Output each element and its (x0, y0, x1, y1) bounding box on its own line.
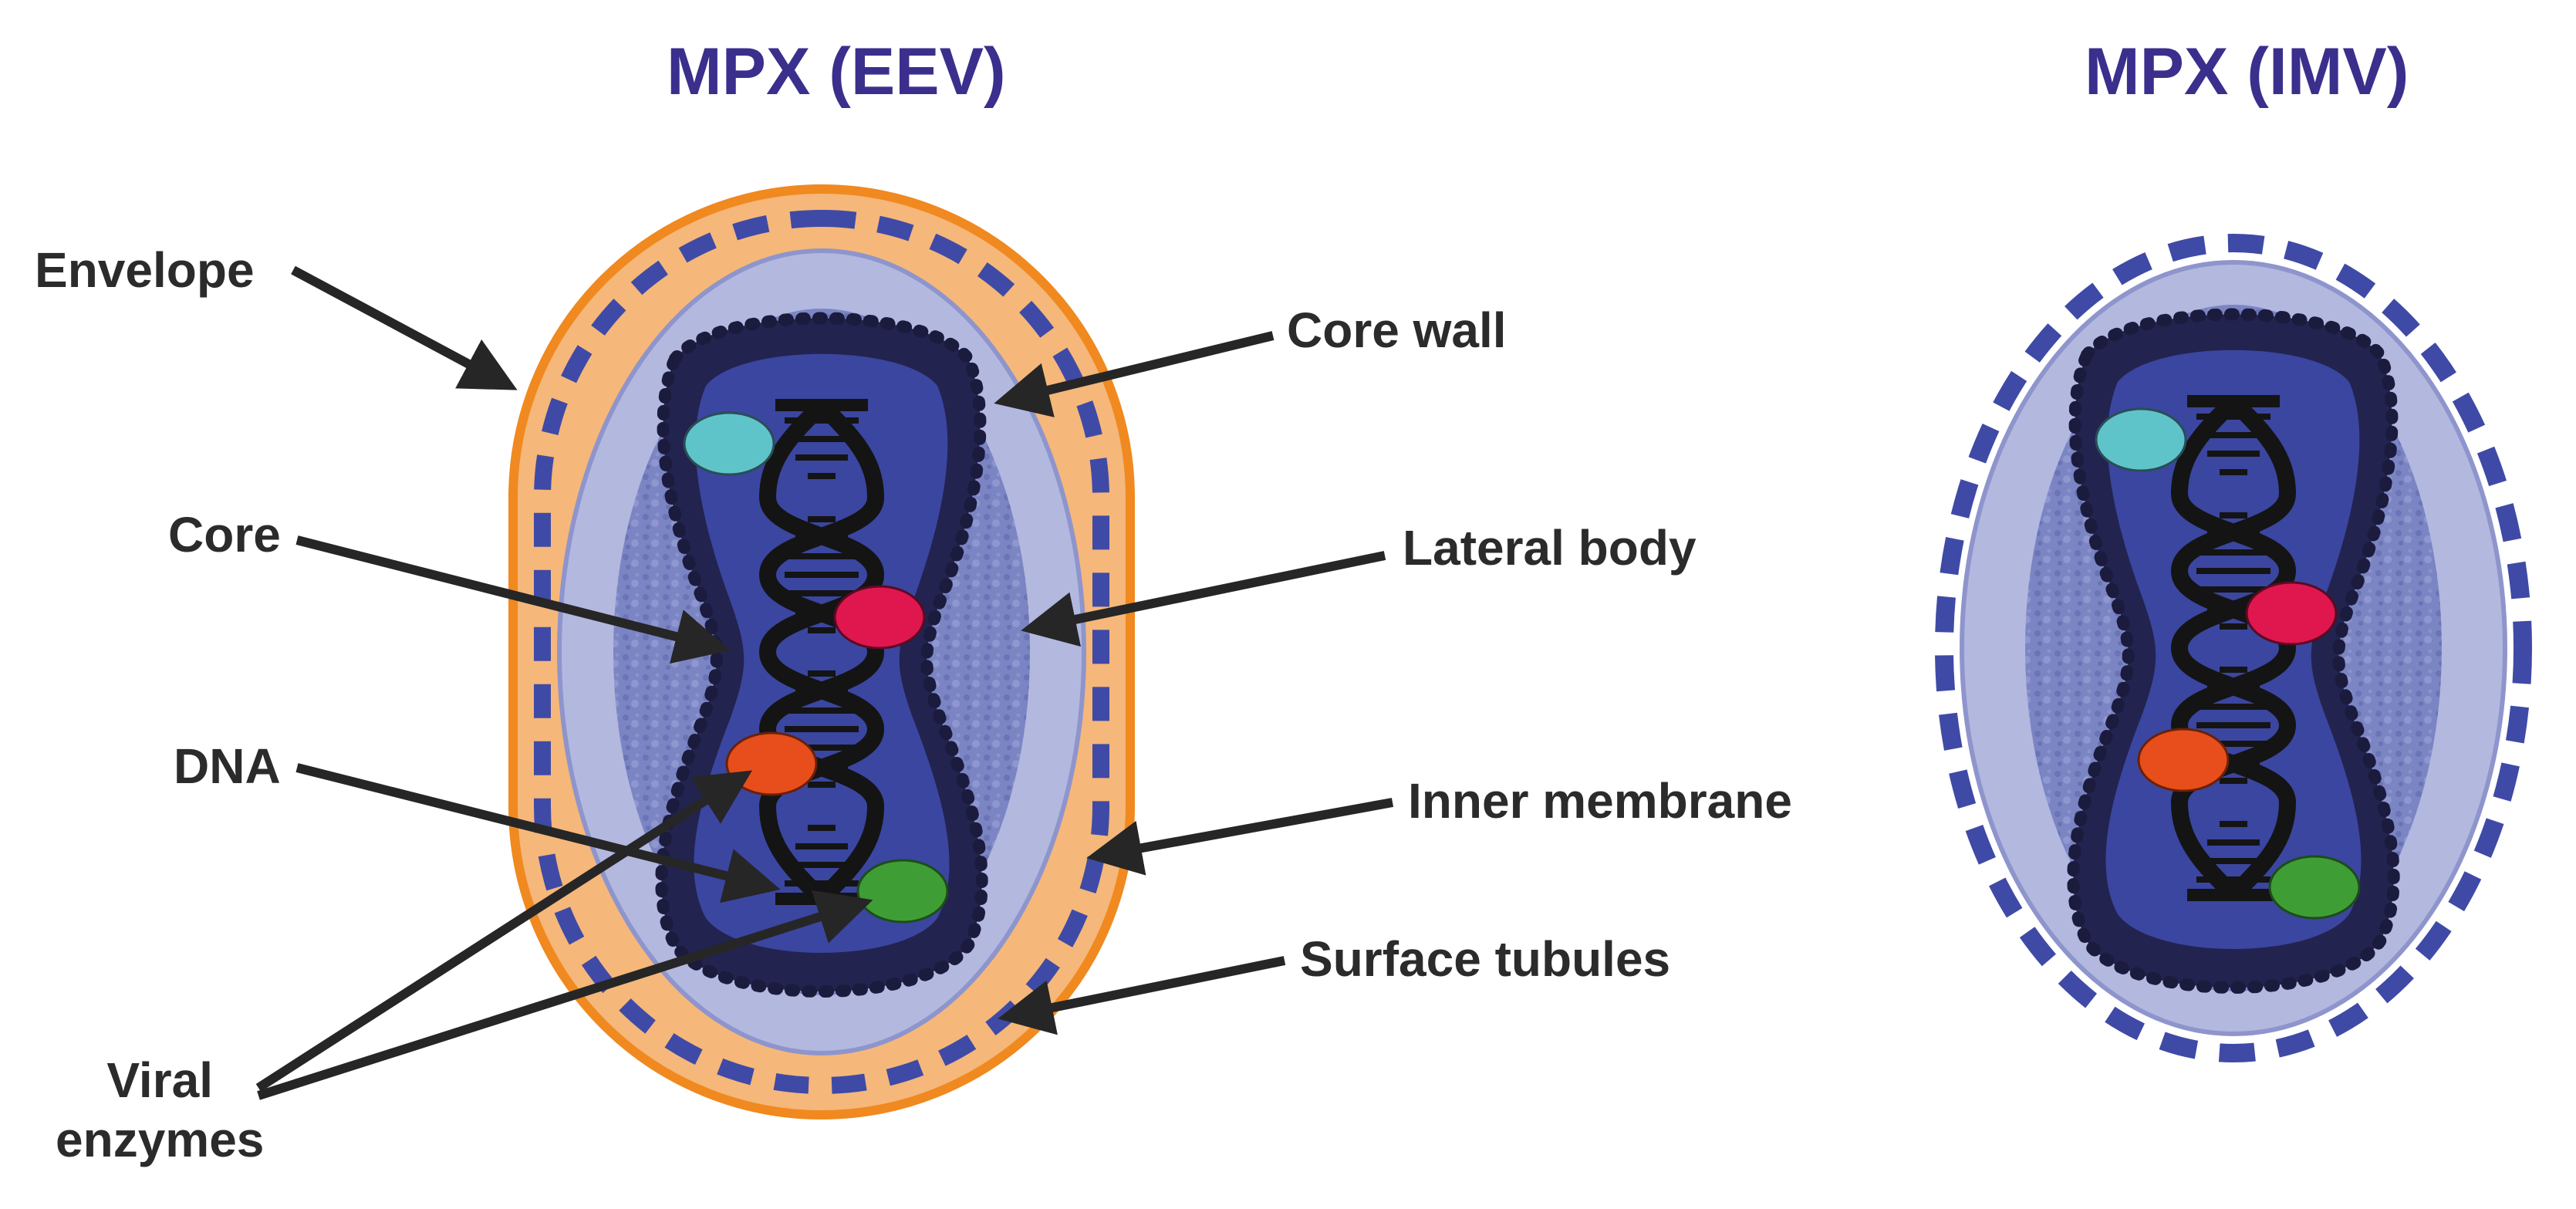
arrows (255, 265, 1394, 1100)
label-viral-enzymes: Viral enzymes (56, 1051, 264, 1170)
label-viral-enzymes-line-1: Viral (106, 1052, 213, 1108)
title-eev: MPX (EEV) (667, 35, 1006, 109)
imv-virion (1935, 234, 2532, 1062)
surface-tubules (534, 210, 1109, 1094)
label-lateral-body: Lateral body (1403, 520, 1697, 576)
label-surface-tubules: Surface tubules (1300, 931, 1671, 987)
arrow-core-wall (994, 331, 1274, 417)
label-viral-enzymes-line-2: enzymes (56, 1111, 265, 1167)
arrow-surface-tubules (998, 956, 1286, 1035)
arrow-enzyme-2 (257, 890, 873, 1100)
arrow-envelope (291, 265, 518, 390)
arrow-lateral-body (1021, 551, 1386, 647)
label-core-wall: Core wall (1287, 302, 1507, 358)
arrow-enzyme-1 (255, 770, 753, 1092)
arrow-core (295, 535, 731, 664)
imv-surface-tubules (1935, 234, 2532, 1062)
eev-virion (508, 184, 1135, 1120)
label-core: Core (168, 507, 281, 562)
arrow-inner-membrane (1086, 798, 1394, 876)
title-imv: MPX (IMV) (2085, 35, 2409, 109)
label-dna: DNA (174, 738, 281, 794)
label-envelope: Envelope (35, 242, 255, 298)
arrow-dna (295, 763, 781, 903)
label-inner-membrane: Inner membrane (1408, 773, 1792, 829)
